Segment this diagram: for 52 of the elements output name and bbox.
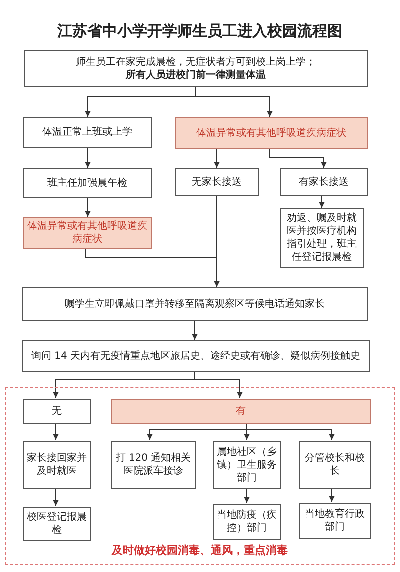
process-box [23, 168, 152, 198]
box-text: 班主任加强晨午检 [48, 176, 128, 190]
box-text: 劝返、嘱及时就医并按医疗机构指引处理，班主任登记报晨检 [286, 212, 358, 264]
arrow [319, 196, 325, 208]
box-text: 询问 14 天内有无疫情重点地区旅居史、途经史或有确诊、疑似病例接触史 [31, 350, 361, 362]
box-text: 属地社区（乡镇）卫生服务部门 [217, 446, 277, 484]
box-text: 体温正常上班或上学 [42, 126, 132, 139]
arrow [214, 148, 220, 168]
arrow [85, 198, 91, 218]
arrow [85, 148, 91, 168]
box-text: 无家长接送 [192, 176, 242, 188]
box-text: 师生员工在家完成晨检，无症状者方可到校上岗上学； [76, 56, 316, 68]
process-box [111, 441, 196, 489]
process-box [23, 117, 152, 148]
alert-box [111, 399, 371, 424]
process-box [23, 399, 91, 424]
process-box [299, 441, 371, 489]
box-text: 家长接回家并及时就医 [27, 452, 87, 478]
box-text: 嘱学生立即佩戴口罩并转移至隔离观察区等候电话通知家长 [65, 298, 325, 310]
dashed-group-frame [5, 387, 395, 565]
box-text: 有家长接送 [299, 176, 349, 188]
process-box [22, 340, 370, 372]
alert-box [175, 117, 368, 149]
process-box [23, 441, 91, 489]
arrow [194, 372, 243, 398]
process-box [24, 50, 368, 87]
process-box [22, 287, 368, 321]
box-text: 校医登记报晨检 [27, 511, 87, 537]
box-text: 体温异常或有其他呼吸道疾病症状 [27, 220, 148, 246]
process-box [213, 504, 281, 540]
arrow [270, 148, 327, 168]
arrow [244, 488, 250, 504]
arrow [53, 488, 59, 506]
box-text: 分管校长和校长 [304, 452, 366, 478]
box-text: 无 [52, 405, 62, 418]
arrow [329, 488, 335, 502]
process-box [299, 503, 371, 539]
process-box [175, 168, 259, 196]
box-text: 当地教育行政部门 [304, 508, 366, 534]
title: 江苏省中小学开学师生员工进入校园流程图 [56, 22, 344, 41]
arrow [53, 422, 59, 440]
box-text: 所有人员进校门前一律测量体温 [126, 68, 266, 82]
process-box [280, 208, 364, 268]
arrow [192, 320, 198, 340]
box-text: 当地防疫（疾控）部门 [217, 509, 277, 535]
arrow [214, 196, 220, 288]
box-text: 打 120 通知相关医院派车接诊 [115, 452, 192, 478]
note-text: 及时做好校园消毒、通风，重点消毒 [112, 543, 288, 558]
box-text: 有 [236, 405, 246, 418]
arrow [246, 422, 335, 440]
process-box [280, 168, 368, 196]
box-text: 体温异常或有其他呼吸道疾病症状 [196, 126, 346, 140]
